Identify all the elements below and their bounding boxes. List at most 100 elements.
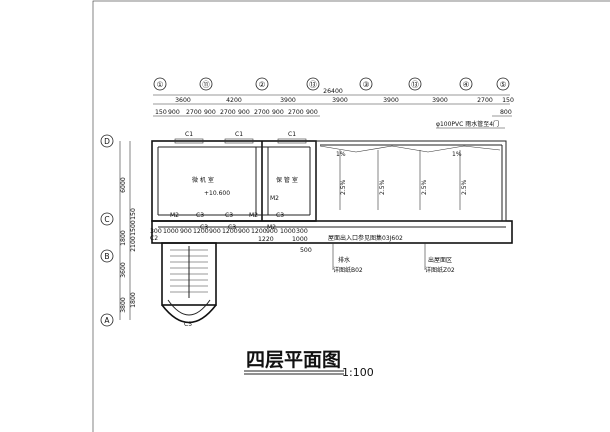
dim-bottom-12: 1220	[258, 236, 274, 243]
elevation-label: +10.600	[204, 190, 230, 197]
note-roof-exit: 出屋面区	[428, 256, 452, 264]
window-label-c2: C2	[150, 235, 158, 242]
bottom-dimensions: 300 1000 900 1200 900 1200 900 1200 900 …	[150, 228, 312, 254]
window-label-c1-a: C1	[185, 131, 193, 138]
window-label-c3-c: C3	[276, 212, 284, 219]
dim-second-2: 900	[168, 109, 180, 116]
dim-bottom-13: 1000	[292, 236, 308, 243]
grid-bubble-5	[359, 77, 373, 91]
grid-bubble-4	[306, 77, 320, 91]
stair-curve	[161, 304, 217, 324]
dim-left-2: 1800	[120, 230, 127, 246]
window-label-c3-e: C3	[228, 224, 236, 231]
dim-top-6: 3900	[432, 97, 448, 104]
dim-bottom-2: 1000	[163, 228, 179, 235]
window-label-c3-d: C3	[200, 224, 208, 231]
dim-second-6: 900	[238, 109, 250, 116]
roof-terrace	[315, 140, 507, 222]
window-label-c5: C5	[184, 321, 192, 328]
top-dimensions: 26400 3600 4200 3900 3900 3900 3900 2700…	[153, 88, 514, 117]
note-roof-access: 屋面出入口参见图集03J602	[328, 234, 403, 242]
dim-left-3: 3600	[120, 262, 127, 278]
windows-top: C1 C1 C1	[174, 131, 307, 144]
dim-bottom-7: 900	[238, 228, 250, 235]
dim-left-small-2: 1500	[130, 220, 137, 236]
grid-label-d: D	[104, 137, 110, 146]
slope-label-1: 1%	[336, 151, 346, 158]
grid-bubble-6	[408, 77, 422, 91]
total-dimension: 26400	[323, 88, 343, 95]
grid-bubble-d	[100, 134, 114, 148]
dim-second-10: 900	[306, 109, 318, 116]
dim-bottom-3: 900	[180, 228, 192, 235]
grid-label-6: ⑬	[411, 80, 419, 89]
dim-left-small-3: 2100	[130, 236, 137, 252]
dim-bottom-9: 900	[266, 228, 278, 235]
drawing-title: 四层平面图	[246, 349, 341, 371]
windows-bottom: M2 C3 C3 M2 C3 C3 C3 M2 M2 C2 C5	[150, 195, 284, 328]
grid-label-5: ③	[363, 80, 370, 89]
roof-slopes: 1% 1% 2.5% 2.5% 2.5% 2.5%	[319, 145, 501, 210]
dim-second-4: 900	[204, 109, 216, 116]
dim-left-1: 6000	[120, 177, 127, 193]
stair-tower	[161, 242, 217, 306]
dim-bottom-8: 1200	[251, 228, 267, 235]
dim-bottom-10: 1000	[280, 228, 296, 235]
dim-second-7: 2700	[254, 109, 270, 116]
dim-left-small-1: 150	[130, 208, 137, 220]
grid-bubble-1	[153, 77, 167, 91]
slope-long-2: 2.5%	[379, 179, 386, 195]
dim-second-9: 2700	[288, 109, 304, 116]
door-label-m2-d: M2	[270, 195, 279, 202]
dim-bottom-4: 1200	[193, 228, 209, 235]
slope-long-3: 2.5%	[421, 179, 428, 195]
grid-bubble-a	[100, 313, 114, 327]
drawing-scale: 1:100	[342, 366, 374, 379]
grid-label-3: ②	[259, 80, 266, 89]
window-label-c3-b: C3	[225, 212, 233, 219]
dim-second-5: 2700	[220, 109, 236, 116]
dim-bottom-14: 500	[300, 247, 312, 254]
building-walls	[151, 140, 513, 324]
stair-treads	[170, 246, 208, 298]
grid-axis-top: ① ⑪ ② ⑬ ③ ⑬ ④ ⑤	[153, 77, 510, 91]
grid-label-a: A	[104, 316, 110, 325]
note-drainage: 排水	[338, 256, 350, 264]
dim-top-3: 3900	[280, 97, 296, 104]
grid-label-2: ⑪	[202, 80, 210, 89]
grid-label-8: ⑤	[500, 80, 507, 89]
door-label-m2-c: M2	[267, 224, 276, 231]
window-label-c1-b: C1	[235, 131, 243, 138]
grid-label-1: ①	[157, 80, 164, 89]
grid-bubble-b	[100, 249, 114, 263]
dim-second-3: 2700	[186, 109, 202, 116]
window-label-c1-c: C1	[288, 131, 296, 138]
door-label-m2-a: M2	[170, 212, 179, 219]
dim-second-8: 900	[272, 109, 284, 116]
dim-left-small-4: 1800	[130, 292, 137, 308]
slope-label-2: 1%	[452, 151, 462, 158]
note-detail-z02: 详图纸Z02	[425, 266, 455, 274]
window-label-c3-a: C3	[196, 212, 204, 219]
dim-second-11: 800	[500, 109, 512, 116]
note-detail-b02: 详图纸B02	[333, 266, 363, 274]
grid-label-c: C	[104, 215, 109, 224]
grid-bubble-3	[255, 77, 269, 91]
room-label-storage: 保 管 室	[276, 176, 298, 184]
room-label-computer: 微 机 室	[192, 176, 214, 184]
dim-bottom-11: 300	[296, 228, 308, 235]
grid-bubble-7	[459, 77, 473, 91]
dim-bottom-6: 1200	[222, 228, 238, 235]
door-label-m2-b: M2	[249, 212, 258, 219]
slope-long-4: 2.5%	[461, 179, 468, 195]
grid-bubble-8	[496, 77, 510, 91]
dim-top-8: 150	[502, 97, 514, 104]
grid-bubble-c	[100, 212, 114, 226]
dim-top-4: 3900	[332, 97, 348, 104]
grid-label-4: ⑬	[309, 80, 317, 89]
roof-drain-note: φ100PVC 雨水管至4门	[436, 120, 499, 128]
dim-top-7: 2700	[477, 97, 493, 104]
dim-top-2: 4200	[226, 97, 242, 104]
dim-left-4: 3800	[120, 297, 127, 313]
left-dimensions: 6000 1800 3600 3800 150 1500 2100 1800	[119, 141, 137, 320]
